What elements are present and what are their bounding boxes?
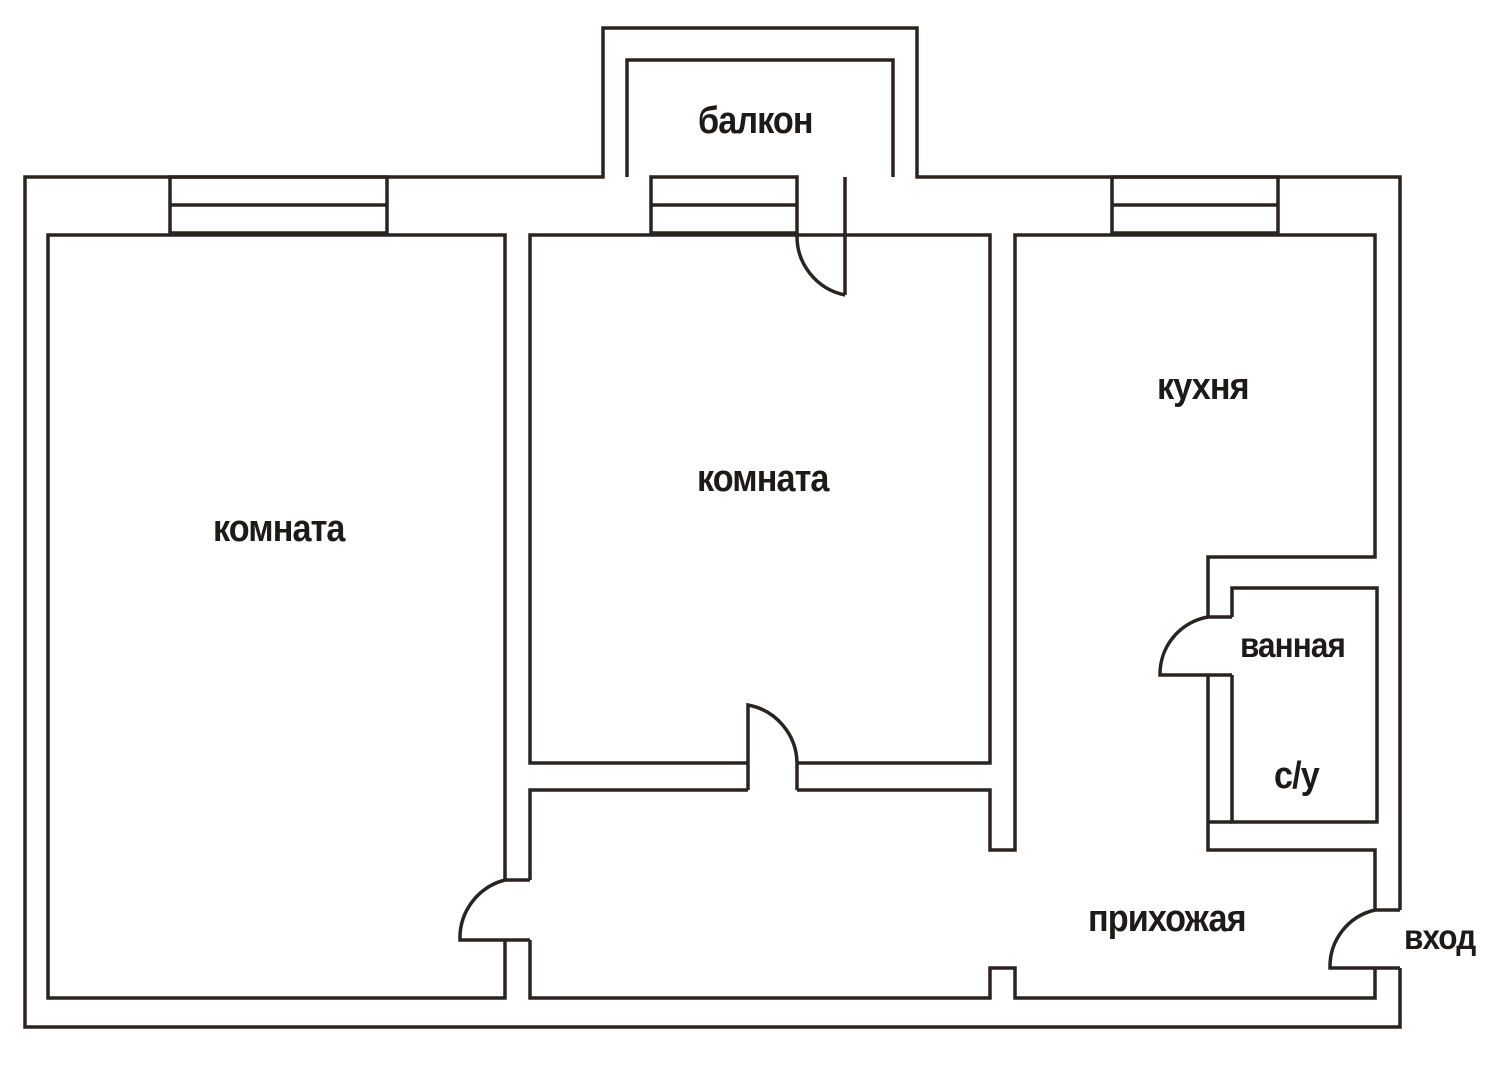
room-left-wall xyxy=(46,233,507,1000)
balcony-door-swing xyxy=(795,234,846,297)
hallway-wall xyxy=(528,788,748,880)
balcony-wall xyxy=(625,58,895,177)
window-left xyxy=(168,175,389,235)
room-middle-wall xyxy=(528,233,992,765)
bathroom-corridor-wall xyxy=(1206,675,1400,912)
room-left-door-swing xyxy=(458,878,530,942)
room-label-balcony: балкон xyxy=(698,100,814,142)
hallway-wall xyxy=(528,940,1400,1000)
room-middle-door-swing xyxy=(746,702,799,790)
hallway-wall xyxy=(797,233,1377,852)
entrance-door-swing xyxy=(1328,908,1376,970)
bathroom-wall xyxy=(1230,586,1379,824)
room-label-entrance: вход xyxy=(1404,918,1476,957)
room-label-room-middle: комната xyxy=(697,458,829,500)
window-middle xyxy=(649,175,799,235)
room-label-kitchen: кухня xyxy=(1157,366,1250,408)
room-label-toilet: с/у xyxy=(1274,755,1320,797)
room-label-room-left: комната xyxy=(213,508,345,550)
room-label-bathroom: ванная xyxy=(1240,626,1346,665)
window-kitchen xyxy=(1110,175,1280,235)
room-label-hallway: прихожая xyxy=(1088,898,1247,940)
bathroom-door-swing xyxy=(1158,615,1232,677)
